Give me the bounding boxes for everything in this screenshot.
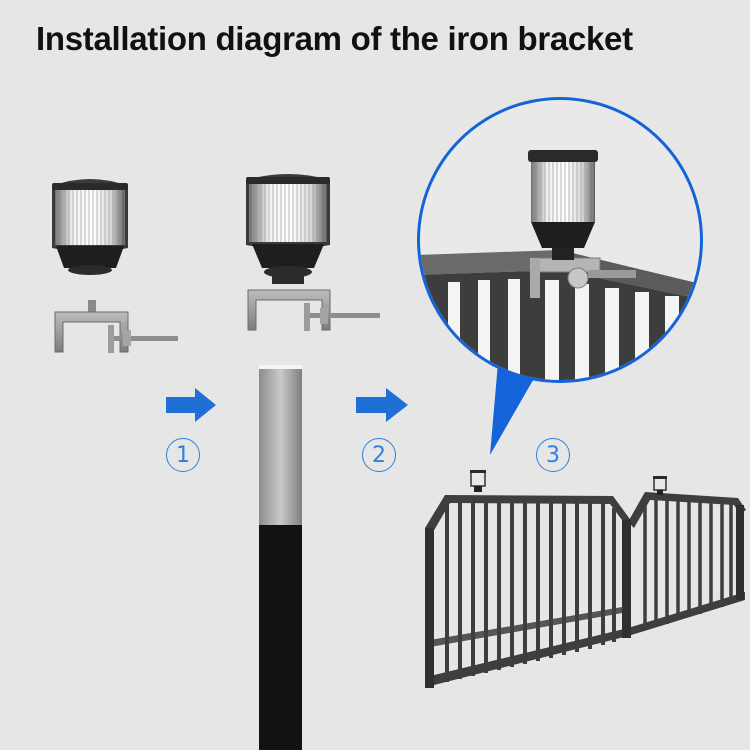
post-icon (259, 365, 302, 750)
solar-light-icon (52, 179, 128, 275)
zoom-callout (417, 97, 710, 455)
right-arrow-icon (166, 388, 216, 422)
right-arrow-icon (356, 388, 408, 422)
fence-gate-icon (425, 470, 746, 688)
step-1-label: 1 (166, 438, 200, 472)
step-3-label: 3 (536, 438, 570, 472)
iron-bracket-icon (55, 300, 178, 353)
step-2-label: 2 (362, 438, 396, 472)
solar-light-icon (653, 476, 667, 495)
solar-light-icon (470, 470, 486, 492)
iron-bracket-icon (248, 290, 380, 331)
solar-light-icon (246, 174, 330, 284)
